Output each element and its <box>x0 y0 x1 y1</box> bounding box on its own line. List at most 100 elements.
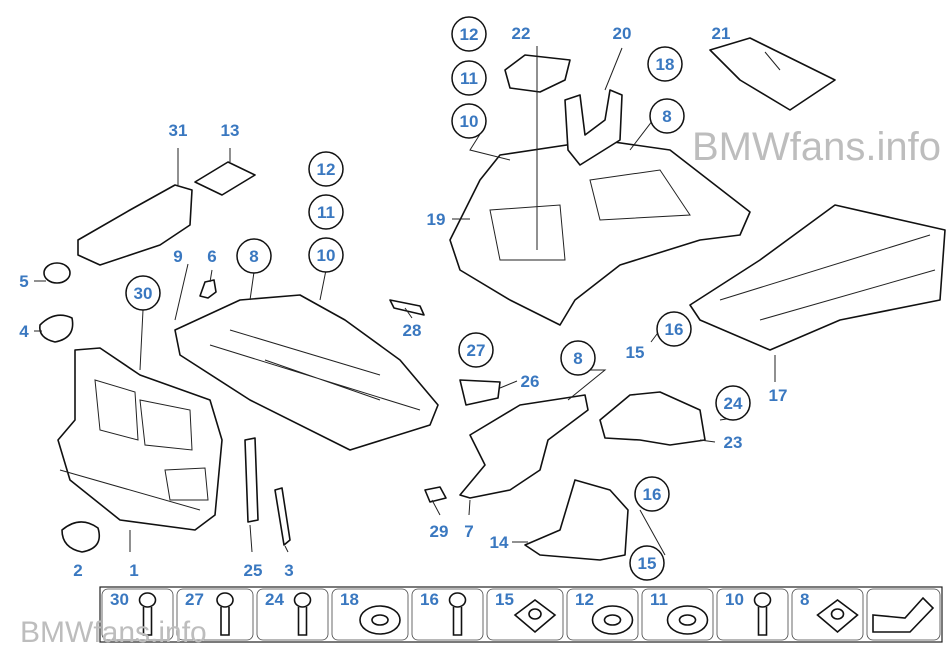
callout-number: 11 <box>317 203 335 222</box>
callout-circle <box>236 238 272 274</box>
callout-5: 5 <box>19 272 28 291</box>
fastener-10: 10 <box>716 588 789 641</box>
callout-25: 25 <box>244 561 263 580</box>
callout-number: 31 <box>169 121 188 140</box>
fastener-30: 30 <box>101 588 174 641</box>
callout-circle <box>451 60 487 96</box>
part-duct-21 <box>709 37 836 111</box>
callout-circle <box>308 151 344 187</box>
callout-7: 7 <box>464 522 473 541</box>
callout-22: 22 <box>512 24 531 43</box>
callout-number: 12 <box>460 25 479 44</box>
callout-number: 29 <box>430 522 449 541</box>
callout-number: 24 <box>724 394 743 413</box>
fastener-next[interactable] <box>866 588 941 641</box>
callout-15: 15 <box>626 343 645 362</box>
fastener-24: 24 <box>256 588 329 641</box>
fastener-number: 16 <box>420 590 439 609</box>
part-clip-6 <box>199 279 217 299</box>
callout-15: 15 <box>629 545 665 581</box>
part-ring-5 <box>43 262 71 284</box>
callout-number: 10 <box>460 112 479 131</box>
callout-2: 2 <box>73 561 82 580</box>
callout-number: 5 <box>19 272 28 291</box>
hex-nut-flange-icon <box>359 605 401 635</box>
callout-number: 7 <box>464 522 473 541</box>
callout-number: 26 <box>521 372 540 391</box>
callout-number: 8 <box>573 349 582 368</box>
callout-10: 10 <box>308 237 344 273</box>
fastener-number: 18 <box>340 590 359 609</box>
callout-circle <box>125 275 161 311</box>
callout-number: 11 <box>460 69 478 88</box>
hex-bolt-washer-icon <box>448 592 467 636</box>
part-drawings <box>38 37 946 561</box>
clip-nut-icon <box>513 599 557 634</box>
washer-icon <box>591 605 634 635</box>
part-bracket-3 <box>274 487 291 546</box>
fastener-12: 12 <box>566 588 639 641</box>
callout-number: 6 <box>207 247 216 266</box>
callout-8: 8 <box>649 98 685 134</box>
part-cover-14 <box>524 479 629 561</box>
callout-10: 10 <box>451 103 487 139</box>
callout-circle <box>647 46 683 82</box>
callout-20: 20 <box>613 24 632 43</box>
callout-number: 27 <box>467 341 486 360</box>
callout-number: 16 <box>643 485 662 504</box>
part-bracket-31 <box>77 184 193 266</box>
callout-number: 4 <box>19 322 29 341</box>
part-cover-13 <box>194 161 256 196</box>
part-clip-26 <box>459 379 501 406</box>
callout-circle <box>629 545 665 581</box>
callout-31: 31 <box>169 121 188 140</box>
callout-16: 16 <box>656 311 692 347</box>
arrow-next-icon <box>872 596 935 633</box>
callout-12: 12 <box>308 151 344 187</box>
callout-12: 12 <box>451 16 487 52</box>
watermark-bottom: BMWfans.info <box>20 616 207 649</box>
callout-number: 17 <box>769 386 788 405</box>
callout-number: 15 <box>626 343 645 362</box>
spring-clip-nut-icon <box>816 599 859 634</box>
callout-8: 8 <box>236 238 272 274</box>
lock-washer-icon <box>666 605 709 635</box>
callout-circle <box>560 340 596 376</box>
callout-number: 14 <box>490 533 509 552</box>
callout-30: 30 <box>125 275 161 311</box>
fastener-number: 8 <box>800 590 809 609</box>
callout-11: 11 <box>451 60 487 96</box>
callout-number: 12 <box>317 160 336 179</box>
callout-circle <box>451 103 487 139</box>
fastener-number: 10 <box>725 590 744 609</box>
callout-26: 26 <box>521 372 540 391</box>
callout-11: 11 <box>308 194 344 230</box>
callout-29: 29 <box>430 522 449 541</box>
fastener-number: 27 <box>185 590 204 609</box>
callout-17: 17 <box>769 386 788 405</box>
watermark-top: BMWfans.info <box>692 125 941 169</box>
callout-number: 16 <box>665 320 684 339</box>
callout-circle <box>308 237 344 273</box>
part-rear-shield-17 <box>689 204 946 351</box>
callout-number: 28 <box>403 321 422 340</box>
fastener-number: 11 <box>650 590 668 609</box>
fastener-15: 15 <box>486 588 564 641</box>
callout-circle <box>634 476 670 512</box>
callout-8: 8 <box>560 340 596 376</box>
callout-number: 10 <box>317 246 336 265</box>
callout-19: 19 <box>427 210 446 229</box>
fastener-number: 12 <box>575 590 594 609</box>
fastener-number: 30 <box>110 590 129 609</box>
callout-number: 30 <box>134 284 153 303</box>
callout-number: 2 <box>73 561 82 580</box>
plastic-rivet-icon <box>293 592 312 636</box>
part-strip-25 <box>244 437 259 523</box>
fastener-number: 15 <box>495 590 514 609</box>
fastener-16: 16 <box>411 588 484 641</box>
callout-circle <box>451 16 487 52</box>
screw-icon <box>753 592 772 636</box>
callout-4: 4 <box>19 322 29 341</box>
callout-circle <box>656 311 692 347</box>
